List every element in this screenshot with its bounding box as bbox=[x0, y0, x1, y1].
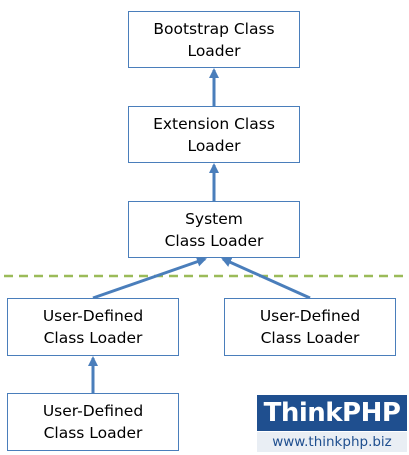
extension-class-loader-label: Extension Class Loader bbox=[153, 114, 275, 155]
bootstrap-class-loader-box: Bootstrap Class Loader bbox=[128, 11, 300, 68]
user-defined-class-loader-bottom-box: User-Defined Class Loader bbox=[7, 393, 179, 451]
thinkphp-watermark: ThinkPHP www.thinkphp.biz bbox=[257, 395, 407, 453]
extension-class-loader-box: Extension Class Loader bbox=[128, 106, 300, 163]
thinkphp-url-text: www.thinkphp.biz bbox=[272, 434, 392, 450]
user-defined-class-loader-right-box: User-Defined Class Loader bbox=[224, 298, 396, 356]
arrow-user-left-to-system bbox=[92, 256, 207, 300]
thinkphp-url: www.thinkphp.biz bbox=[257, 432, 407, 452]
user-defined-class-loader-left-box: User-Defined Class Loader bbox=[7, 298, 179, 356]
user-defined-class-loader-bottom-label: User-Defined Class Loader bbox=[42, 402, 144, 442]
bootstrap-class-loader-label: Bootstrap Class Loader bbox=[153, 19, 275, 60]
user-defined-class-loader-right-label: User-Defined Class Loader bbox=[259, 307, 361, 347]
system-class-loader-box: System Class Loader bbox=[128, 201, 300, 258]
thinkphp-logo-text: ThinkPHP bbox=[263, 398, 401, 428]
thinkphp-logo: ThinkPHP bbox=[257, 395, 407, 431]
system-class-loader-label: System Class Loader bbox=[164, 209, 264, 250]
arrow-user-right-to-system bbox=[221, 257, 311, 300]
user-defined-class-loader-left-label: User-Defined Class Loader bbox=[42, 307, 144, 347]
